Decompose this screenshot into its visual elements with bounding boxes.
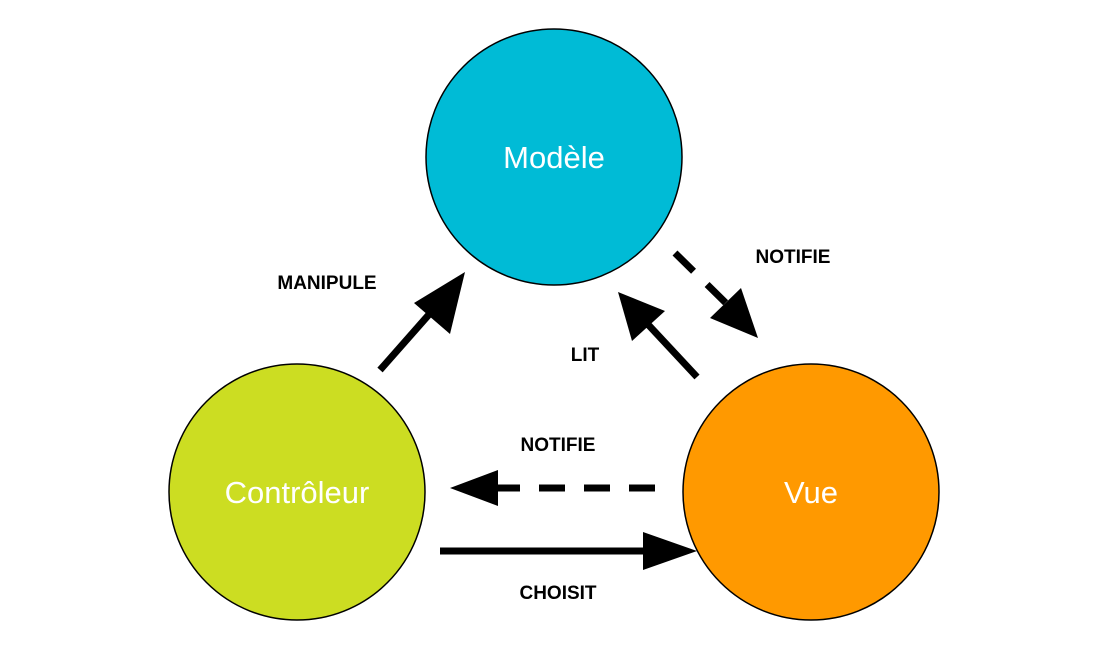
manipule-arrow-head [414, 272, 465, 334]
notifie-view-controller-arrow-head [450, 470, 498, 506]
model-circle [425, 28, 683, 286]
edge-notifie-view-controller: NOTIFIE [450, 435, 655, 506]
view-circle [682, 363, 940, 621]
view-node: Vue [682, 363, 940, 621]
lit-arrow-head [618, 292, 665, 341]
lit-arrow-line [639, 315, 700, 380]
manipule-label: MANIPULE [277, 273, 376, 294]
choisit-label: CHOISIT [519, 583, 596, 604]
notifie-model-view-label: NOTIFIE [756, 247, 831, 268]
notifie-view-controller-label: NOTIFIE [521, 435, 596, 456]
view-label: Vue [784, 475, 838, 510]
model-label: Modèle [503, 140, 605, 175]
lit-label: LIT [571, 345, 600, 366]
controller-circle [168, 363, 426, 621]
model-node: Modèle [425, 28, 683, 286]
notifie-model-view-arrow-head [710, 288, 758, 338]
controller-node: Contrôleur [168, 363, 426, 621]
edge-manipule: MANIPULE [277, 272, 465, 373]
choisit-arrow-head [643, 532, 697, 570]
edge-lit: LIT [571, 292, 700, 380]
edge-notifie-model-view: NOTIFIE [672, 247, 831, 338]
notifie-model-view-arrow-line [672, 250, 738, 315]
controller-label: Contrôleur [225, 475, 370, 510]
edge-choisit: CHOISIT [440, 532, 697, 604]
